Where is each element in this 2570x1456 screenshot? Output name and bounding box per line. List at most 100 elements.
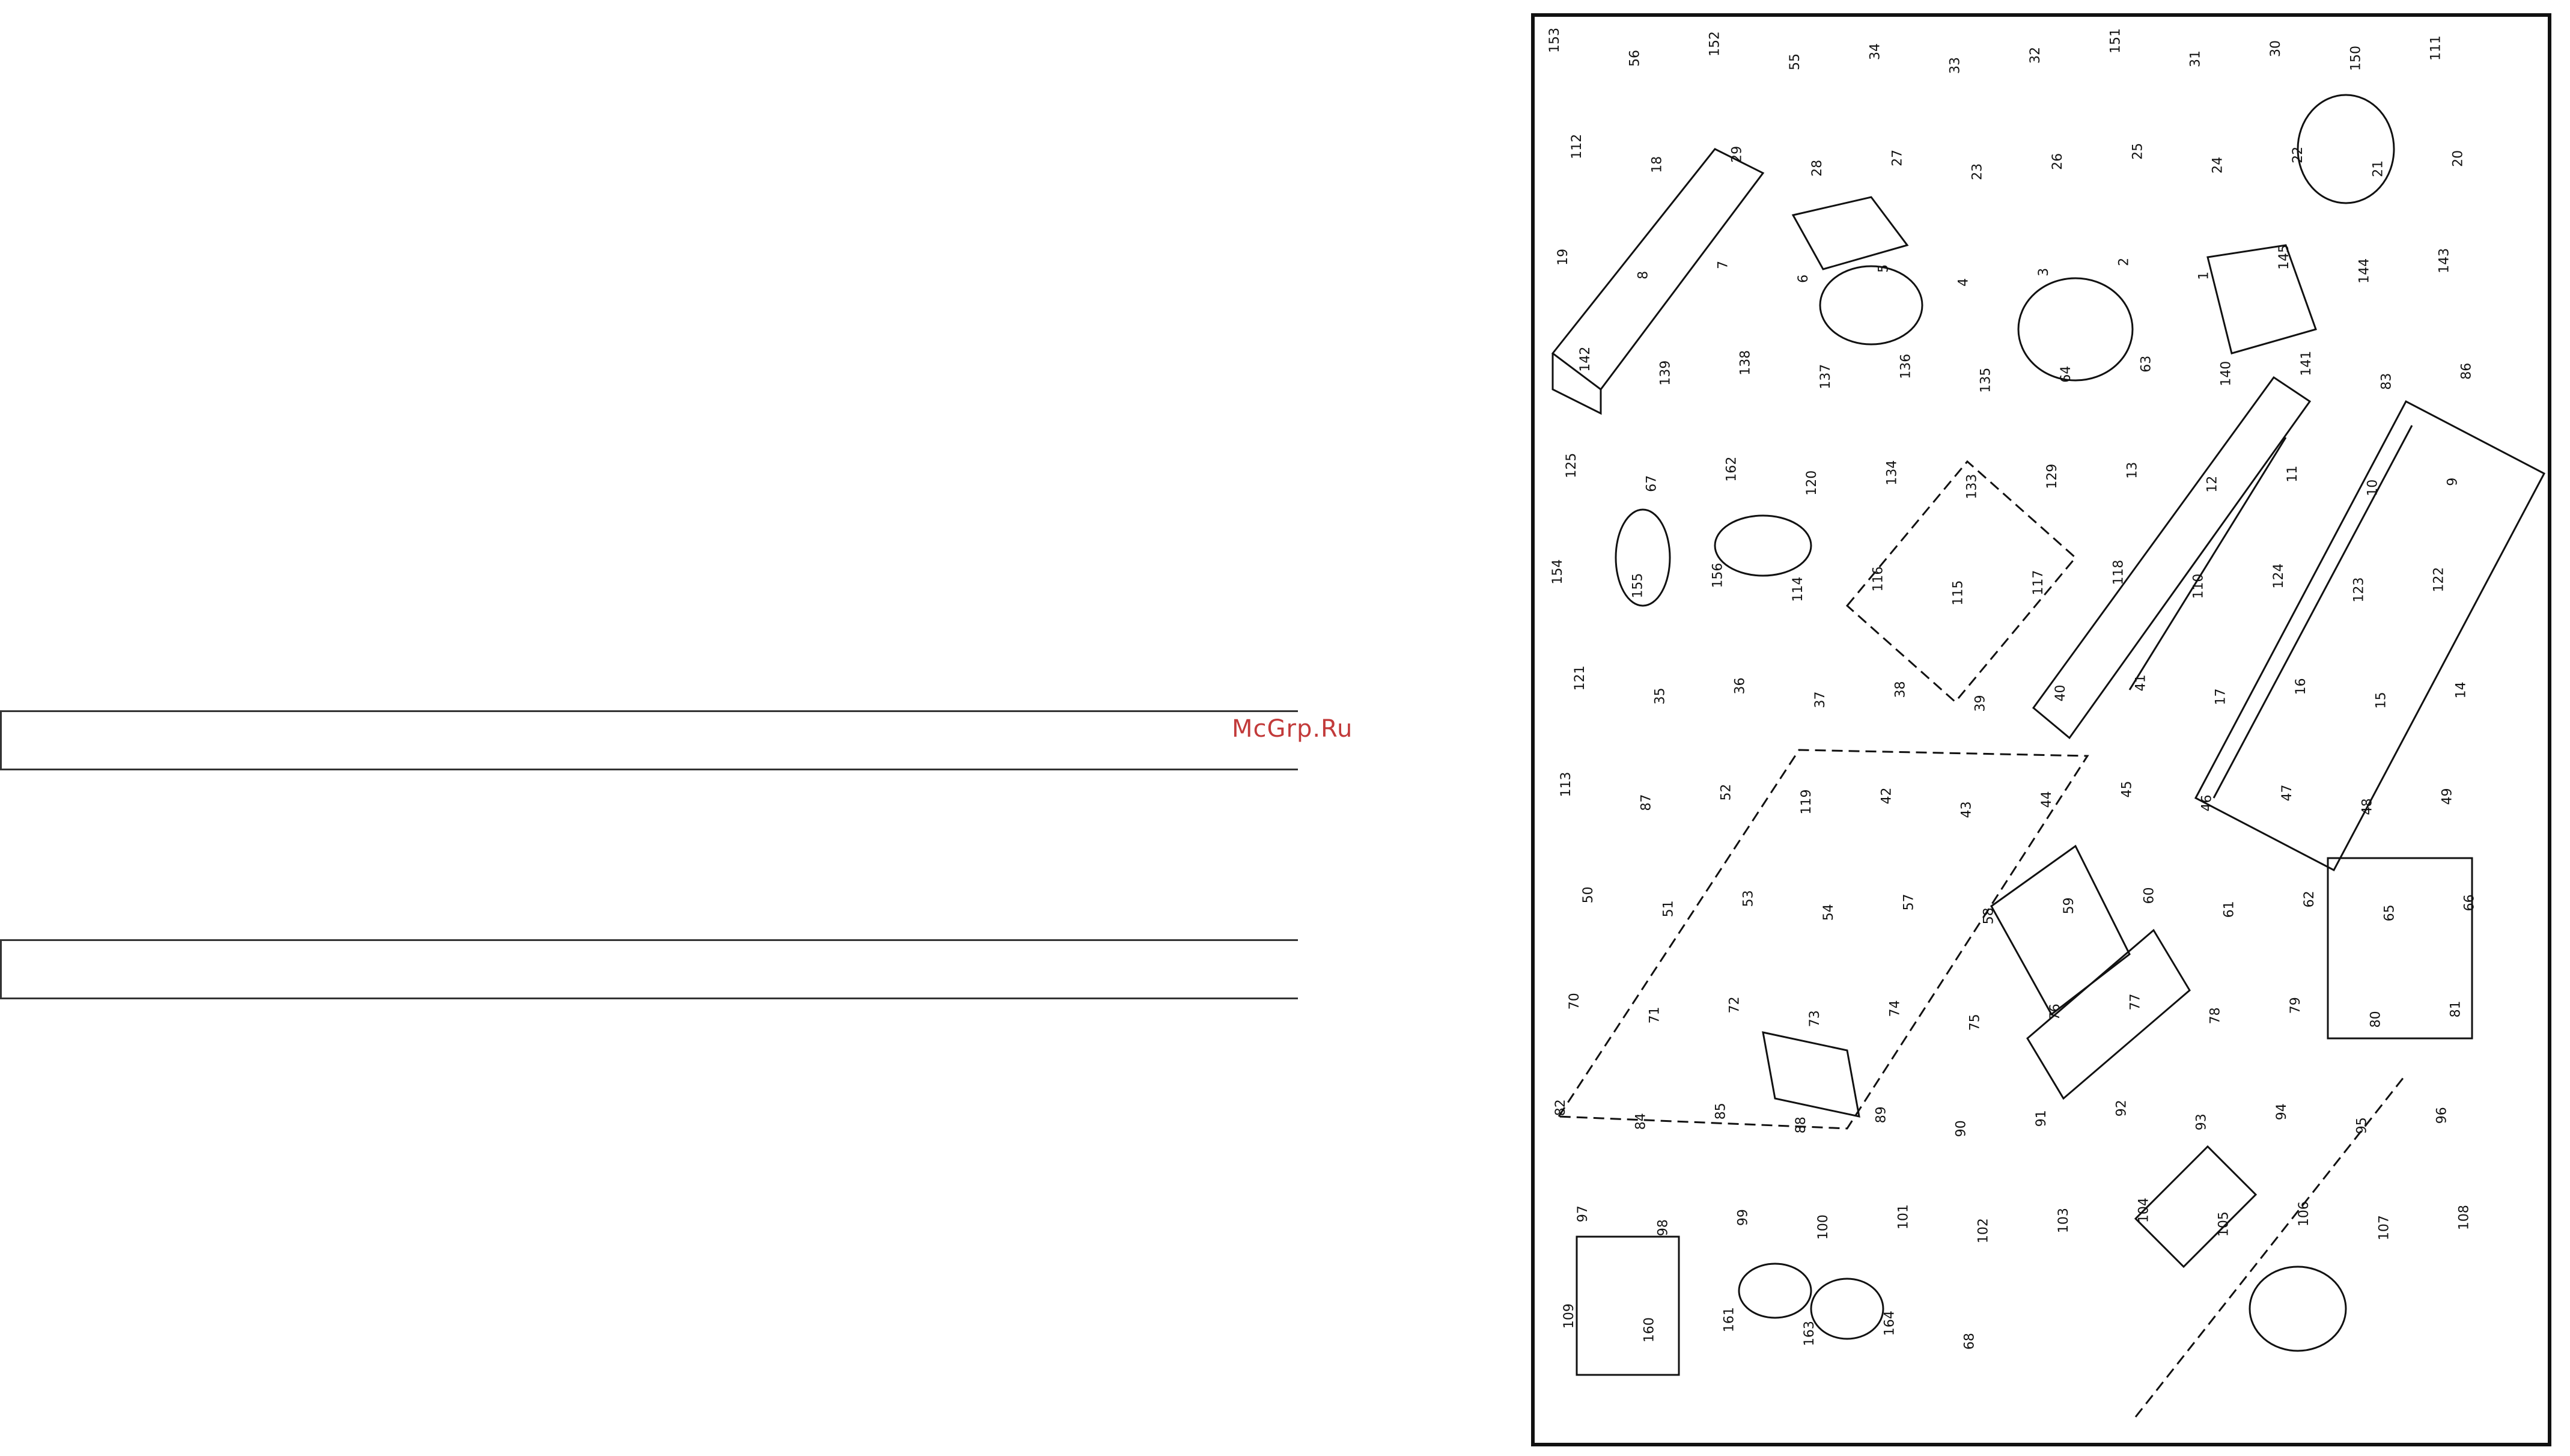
base-tray-part (2194, 400, 2546, 872)
part-number-label: 108 (2457, 1205, 2472, 1230)
part-number-label: 123 (2351, 577, 2366, 603)
part-number-label: 74 (1887, 1000, 1902, 1017)
part-number-label: 86 (2459, 363, 2474, 380)
part-number-label: 139 (1658, 361, 1673, 386)
part-number-label: 101 (1896, 1204, 1911, 1229)
handwheel-part (2297, 94, 2395, 204)
part-number-label: 72 (1728, 996, 1743, 1013)
part-number-label: 61 (2222, 901, 2237, 918)
part-number-label: 121 (1573, 666, 1588, 691)
part-number-label: 102 (1976, 1218, 1991, 1243)
change-gear-part-2 (1738, 1263, 1812, 1319)
part-number-label: 21 (2371, 160, 2386, 177)
part-number-label: 96 (2435, 1107, 2450, 1124)
apron-body-part (2134, 1145, 2258, 1269)
part-number-label: 64 (2059, 366, 2074, 383)
part-number-label: 152 (1708, 31, 1723, 56)
part-number-label: 25 (2130, 143, 2145, 160)
part-number-label: 115 (1951, 580, 1966, 606)
assembly-outline-3 (2134, 1074, 2407, 1418)
motor-cover-part (1551, 148, 1765, 415)
part-number-label: 44 (2039, 791, 2054, 808)
part-number-label: 113 (1559, 772, 1574, 797)
part-number-label: 88 (1794, 1116, 1809, 1133)
part-number-label: 95 (2354, 1117, 2369, 1134)
part-number-label: 40 (2053, 685, 2068, 702)
part-number-label: 91 (2034, 1110, 2049, 1127)
part-number-label: 53 (1741, 890, 1756, 907)
part-number-label: 59 (2062, 897, 2077, 914)
part-number-label: 82 (1553, 1099, 1568, 1116)
part-number-label: 28 (1810, 160, 1825, 177)
chuck-part (1819, 265, 1923, 346)
part-number-label: 98 (1655, 1219, 1670, 1236)
part-number-label: 160 (1642, 1317, 1657, 1342)
part-number-label: 51 (1661, 900, 1676, 917)
part-number-label: 18 (1649, 156, 1664, 173)
part-number-label: 85 (1714, 1103, 1729, 1119)
part-number-label: 10 (2365, 480, 2380, 496)
part-number-label: 109 (1562, 1303, 1577, 1329)
part-number-label: 60 (2142, 887, 2157, 904)
spindle-chuck-part (2017, 277, 2134, 382)
part-number-label: 30 (2268, 40, 2283, 57)
part-number-label: 119 (1799, 789, 1814, 814)
part-number-label: 42 (1879, 787, 1894, 804)
part-number-label: 57 (1901, 894, 1916, 910)
part-number-label: 13 (2125, 462, 2140, 479)
part-number-label: 67 (1644, 475, 1659, 492)
part-number-label: 37 (1813, 692, 1828, 708)
part-number-label: 52 (1719, 784, 1734, 800)
part-number-label: 47 (2280, 784, 2295, 801)
part-number-label: 26 (2050, 153, 2065, 170)
part-number-label: 27 (1890, 150, 1905, 166)
part-number-label: 155 (1630, 573, 1645, 599)
part-number-label: 15 (2374, 692, 2389, 709)
part-number-label: 33 (1948, 57, 1963, 74)
part-number-label: 90 (1954, 1120, 1969, 1137)
part-number-label: 19 (1556, 249, 1571, 266)
part-number-label: 41 (2133, 675, 2148, 692)
part-number-label: 75 (1968, 1014, 1983, 1031)
part-number-label: 78 (2208, 1007, 2223, 1024)
part-number-label: 48 (2360, 798, 2375, 815)
part-number-label: 129 (2045, 464, 2060, 489)
part-number-label: 23 (1970, 163, 1985, 180)
headstock-part (1791, 196, 1909, 270)
part-number-label: 55 (1788, 53, 1803, 70)
electrical-box-part (2327, 857, 2473, 1040)
part-number-label: 112 (1570, 134, 1585, 159)
part-number-label: 154 (1550, 559, 1565, 585)
part-number-label: 45 (2119, 781, 2134, 797)
pulley-part (1615, 508, 1671, 607)
part-number-label: 150 (2348, 46, 2363, 71)
part-number-label: 77 (2128, 993, 2143, 1010)
part-number-label: 163 (1802, 1321, 1817, 1346)
part-number-label: 106 (2297, 1201, 2312, 1226)
part-number-label: 5 (1876, 264, 1891, 273)
part-number-label: 111 (2429, 35, 2444, 61)
part-number-label: 76 (2048, 1004, 2063, 1020)
part-number-label: 116 (1871, 567, 1886, 592)
part-number-label: 8 (1636, 271, 1651, 279)
part-number-label: 110 (2191, 574, 2206, 599)
part-number-label: 6 (1796, 275, 1811, 283)
part-number-label: 56 (1627, 50, 1642, 67)
part-number-label: 3 (2036, 268, 2051, 276)
part-number-label: 16 (2294, 678, 2309, 695)
bracket-part (1762, 1031, 1860, 1118)
leadscrew-part (2128, 437, 2287, 690)
part-number-label: 80 (2368, 1011, 2383, 1028)
part-number-label: 54 (1821, 904, 1836, 921)
part-number-label: 81 (2449, 1001, 2464, 1017)
table-rule-bottom (0, 939, 1298, 999)
part-number-label: 124 (2271, 564, 2286, 589)
part-number-label: 92 (2114, 1100, 2129, 1116)
part-number-label: 125 (1564, 453, 1579, 478)
part-number-label: 62 (2302, 891, 2317, 907)
part-number-label: 143 (2437, 248, 2452, 273)
part-number-label: 122 (2432, 567, 2447, 592)
